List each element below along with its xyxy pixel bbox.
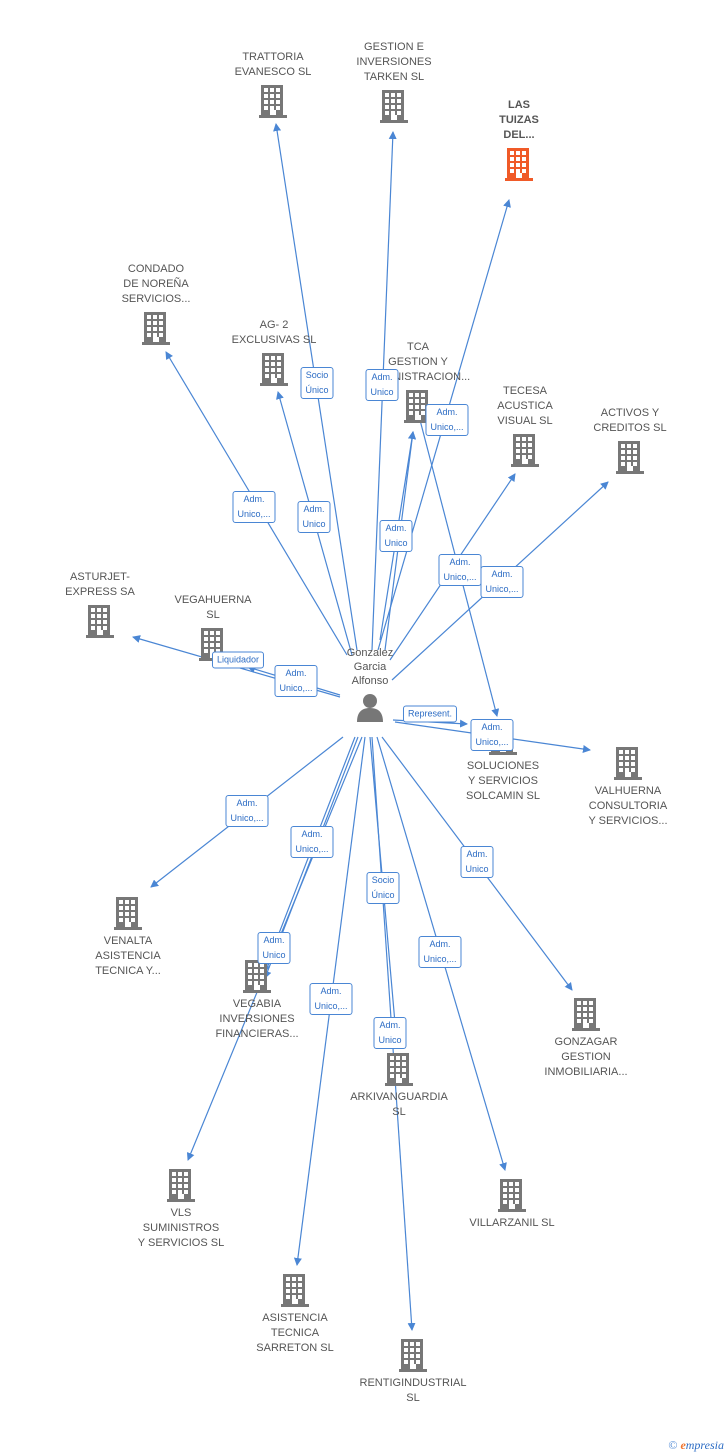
company-node-activos[interactable]: ACTIVOS Y CREDITOS SL bbox=[560, 406, 700, 475]
edge-label-asturjet[interactable]: Adm. Unico,... bbox=[274, 665, 318, 697]
building-icon bbox=[142, 312, 170, 345]
company-label: CONDADO DE NOREÑA SERVICIOS... bbox=[121, 263, 191, 305]
building-icon bbox=[167, 1169, 195, 1202]
edge-label-arkivanguardia[interactable]: Socio Único bbox=[366, 872, 400, 904]
building-icon bbox=[281, 1274, 309, 1307]
edge-label-las-tuizas[interactable]: Adm. Unico bbox=[379, 520, 413, 552]
edge-label-vls[interactable]: Adm. Unico bbox=[257, 932, 291, 964]
company-label: TRATTORIA EVANESCO SL bbox=[234, 51, 312, 78]
company-node-vegabia[interactable]: VEGABIA INVERSIONES FINANCIERAS... bbox=[187, 958, 327, 1042]
edge-label-villarzanil[interactable]: Adm. Unico,... bbox=[418, 936, 462, 968]
company-node-tca[interactable]: TCA GESTION Y ADMINISTRACION... bbox=[348, 340, 488, 424]
company-node-asturjet[interactable]: ASTURJET- EXPRESS SA bbox=[30, 570, 170, 639]
company-node-gestion-inversiones[interactable]: GESTION E INVERSIONES TARKEN SL bbox=[324, 40, 464, 124]
building-icon bbox=[385, 1053, 413, 1086]
person-icon bbox=[357, 694, 383, 722]
edge-label-ag2[interactable]: Adm. Unico bbox=[297, 501, 331, 533]
company-label: SOLUCIONES Y SERVICIOS SOLCAMIN SL bbox=[466, 760, 540, 802]
company-label: GESTION E INVERSIONES TARKEN SL bbox=[356, 41, 432, 83]
company-label: ASTURJET- EXPRESS SA bbox=[65, 571, 135, 598]
brand-watermark: ©empresia bbox=[668, 1438, 724, 1452]
building-icon bbox=[511, 434, 539, 467]
company-label: VENALTA ASISTENCIA TECNICA Y... bbox=[95, 935, 161, 977]
company-label: VEGABIA INVERSIONES FINANCIERAS... bbox=[215, 998, 299, 1040]
company-label: ASISTENCIA TECNICA SARRETON SL bbox=[256, 1312, 334, 1354]
person-node-gonzalez[interactable]: Gonzalez Garcia Alfonso bbox=[310, 646, 430, 724]
edge-label-tca[interactable]: Adm. Unico,... bbox=[425, 404, 469, 436]
edge-label-gonzagar[interactable]: Adm. Unico bbox=[460, 846, 494, 878]
company-node-condado[interactable]: CONDADO DE NOREÑA SERVICIOS... bbox=[86, 262, 226, 346]
edge-label-condado[interactable]: Adm. Unico,... bbox=[232, 491, 276, 523]
company-node-trattoria[interactable]: TRATTORIA EVANESCO SL bbox=[203, 50, 343, 119]
edge-label-gestion-inversiones[interactable]: Adm. Unico bbox=[365, 369, 399, 401]
company-node-ag2[interactable]: AG- 2 EXCLUSIVAS SL bbox=[204, 318, 344, 387]
company-node-gonzagar[interactable]: GONZAGAR GESTION INMOBILIARIA... bbox=[516, 996, 656, 1080]
building-icon bbox=[505, 148, 533, 181]
edge-label-venalta[interactable]: Adm. Unico,... bbox=[225, 795, 269, 827]
company-label: VILLARZANIL SL bbox=[469, 1217, 555, 1229]
person-label: Gonzalez Garcia Alfonso bbox=[346, 647, 394, 687]
edge-label-valhuerna[interactable]: Adm. Unico,... bbox=[470, 719, 514, 751]
company-label: AG- 2 EXCLUSIVAS SL bbox=[231, 319, 317, 346]
building-icon bbox=[259, 85, 287, 118]
company-node-venalta[interactable]: VENALTA ASISTENCIA TECNICA Y... bbox=[58, 895, 198, 979]
edge-label-activos[interactable]: Adm. Unico,... bbox=[480, 566, 524, 598]
company-label: TECESA ACUSTICA VISUAL SL bbox=[497, 385, 553, 427]
company-label: GONZAGAR GESTION INMOBILIARIA... bbox=[544, 1036, 628, 1078]
building-icon bbox=[498, 1179, 526, 1212]
company-node-valhuerna[interactable]: VALHUERNA CONSULTORIA Y SERVICIOS... bbox=[558, 745, 698, 829]
company-node-sarreton[interactable]: ASISTENCIA TECNICA SARRETON SL bbox=[225, 1272, 365, 1356]
building-icon bbox=[243, 960, 271, 993]
company-label: LAS TUIZAS DEL... bbox=[499, 99, 539, 141]
building-icon bbox=[86, 605, 114, 638]
building-icon bbox=[616, 441, 644, 474]
company-label: VALHUERNA CONSULTORIA Y SERVICIOS... bbox=[588, 785, 668, 827]
building-icon bbox=[572, 998, 600, 1031]
edge-label-solcamin-rep[interactable]: Represent. bbox=[402, 705, 458, 723]
building-icon bbox=[380, 90, 408, 123]
building-icon bbox=[260, 353, 288, 386]
company-label: RENTIGINDUSTRIAL SL bbox=[359, 1377, 467, 1404]
company-node-vls[interactable]: VLS SUMINISTROS Y SERVICIOS SL bbox=[111, 1167, 251, 1251]
edge-label-sarreton[interactable]: Adm. Unico,... bbox=[309, 983, 353, 1015]
company-label: ARKIVANGUARDIA SL bbox=[350, 1091, 448, 1118]
company-label: VEGAHUERNA SL bbox=[174, 594, 252, 621]
company-label: VLS SUMINISTROS Y SERVICIOS SL bbox=[137, 1207, 225, 1249]
company-label: ACTIVOS Y CREDITOS SL bbox=[593, 407, 667, 434]
company-node-las-tuizas[interactable]: LAS TUIZAS DEL... bbox=[449, 98, 589, 182]
building-icon bbox=[614, 747, 642, 780]
edge-label-tecesa[interactable]: Adm. Unico,... bbox=[438, 554, 482, 586]
company-node-arkivanguardia[interactable]: ARKIVANGUARDIA SL bbox=[329, 1051, 469, 1120]
building-icon bbox=[404, 390, 432, 423]
building-icon bbox=[114, 897, 142, 930]
edge-label-rentigindustrial[interactable]: Adm. Unico bbox=[373, 1017, 407, 1049]
company-node-tecesa[interactable]: TECESA ACUSTICA VISUAL SL bbox=[455, 384, 595, 468]
edge-label-vegabia[interactable]: Adm. Unico,... bbox=[290, 826, 334, 858]
company-node-rentigindustrial[interactable]: RENTIGINDUSTRIAL SL bbox=[343, 1337, 483, 1406]
company-node-villarzanil[interactable]: VILLARZANIL SL bbox=[442, 1177, 582, 1231]
building-icon bbox=[399, 1339, 427, 1372]
edge-label-trattoria[interactable]: Socio Único bbox=[300, 367, 334, 399]
edge-label-vegahuerna[interactable]: Liquidador bbox=[211, 651, 265, 669]
